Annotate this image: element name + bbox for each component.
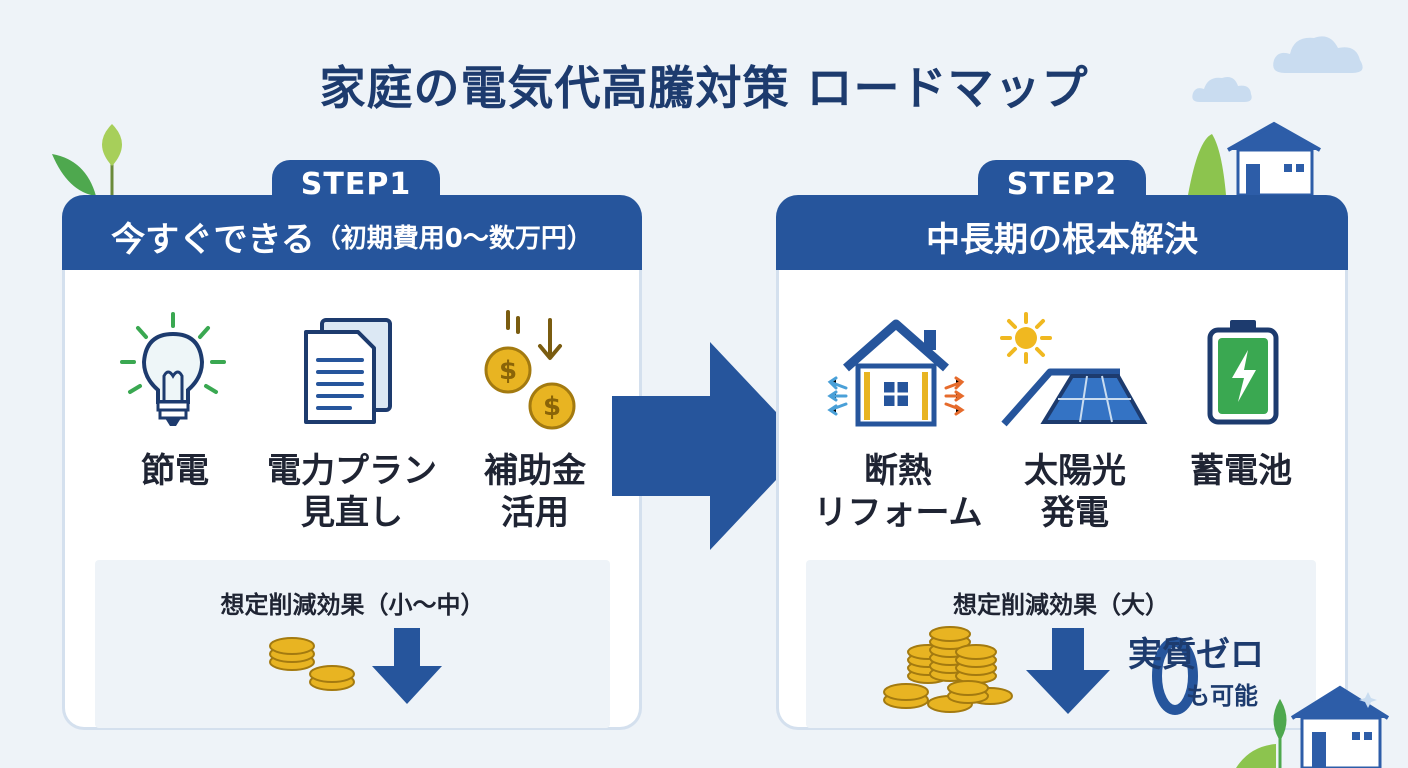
zero-sub-text: も可能 — [1186, 682, 1258, 710]
coin-pile-icon — [883, 626, 1013, 713]
zero-main-text: 実質ゼロ — [1128, 635, 1264, 675]
step1-effect-label: 想定削減効果（小〜中） — [220, 591, 485, 619]
solar-panel-icon — [1000, 312, 1148, 427]
house-icon — [1188, 121, 1321, 197]
arrow-down-icon — [1026, 628, 1110, 714]
step2-item-label: 太陽光 発電 — [1024, 451, 1126, 533]
svg-text:$: $ — [543, 392, 561, 422]
coin-stack-icon — [269, 637, 355, 691]
battery-icon — [1207, 320, 1279, 425]
step1-header: 今すぐできる （初期費用0〜数万円） — [62, 195, 642, 277]
svg-text:$: $ — [499, 356, 517, 386]
cloud-icon — [1192, 77, 1252, 102]
house-icon — [1236, 685, 1390, 768]
zero-ring-icon — [1152, 637, 1198, 715]
step1-item-label: 節電 — [141, 451, 209, 491]
step2-item-label: 断熱 リフォーム — [813, 451, 983, 533]
page-title: 家庭の電気代高騰対策 ロードマップ — [319, 61, 1089, 115]
lightbulb-icon — [120, 312, 226, 426]
step1-header-main: 今すぐできる — [111, 219, 315, 260]
step2-header-main: 中長期の根本解決 — [926, 219, 1198, 260]
plant-icon — [52, 124, 122, 198]
step2-item-label: 蓄電池 — [1190, 451, 1292, 491]
step1-item-label: 電力プラン 見直し — [267, 451, 437, 533]
arrow-down-icon — [372, 628, 442, 704]
arrow-right-icon — [612, 342, 808, 550]
step2-header: 中長期の根本解決 — [776, 195, 1348, 277]
document-icon — [304, 318, 392, 424]
cloud-icon — [1273, 36, 1363, 73]
step2-effect-label: 想定削減効果（大） — [953, 591, 1169, 619]
step1-header-sub: （初期費用0〜数万円） — [314, 223, 593, 254]
step1-item-label: 補助金 活用 — [484, 451, 586, 533]
insulated-house-icon — [827, 319, 965, 427]
step1-effect-box — [95, 560, 610, 728]
coins-icon: $ $ — [484, 310, 576, 430]
